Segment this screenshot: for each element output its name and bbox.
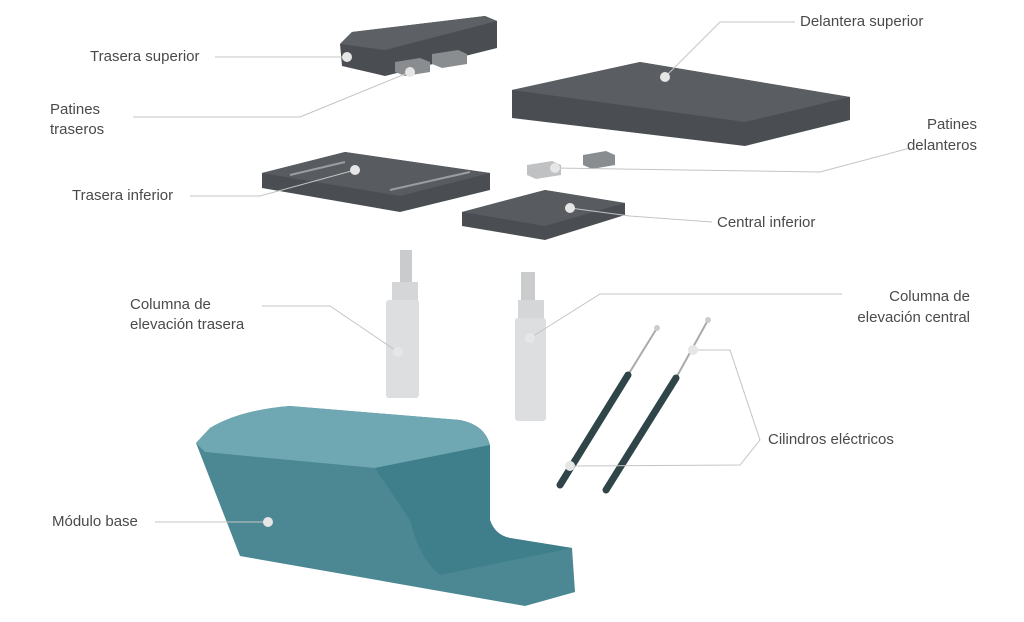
label-trasera-inferior: Trasera inferior [72, 187, 174, 204]
leader-lines [133, 21, 911, 523]
label-trasera-superior: Trasera superior [90, 48, 200, 65]
label-central-inferior: Central inferior [717, 214, 816, 231]
patines-delanteros-part [527, 151, 615, 179]
label-columna-central-line1: Columna de [889, 288, 970, 305]
patines-traseros-part [395, 50, 467, 76]
label-columna-trasera-line2: elevación trasera [130, 316, 245, 333]
callout-dots [263, 52, 698, 527]
trasera-inferior-part [262, 152, 490, 212]
label-columna-central-line2: elevación central [857, 309, 970, 326]
delantera-superior-part [512, 62, 850, 146]
central-inferior-part [462, 190, 625, 240]
label-patines-traseros-line2: traseros [50, 121, 105, 138]
columna-trasera-part [386, 250, 419, 398]
label-columna-trasera-line1: Columna de [130, 296, 211, 313]
label-modulo-base: Módulo base [52, 513, 138, 530]
cilindros-part [556, 317, 711, 494]
trasera-superior-part [340, 16, 497, 76]
label-patines-traseros-line1: Patines [50, 101, 101, 118]
columna-central-part [515, 272, 546, 421]
label-patines-delanteros-line2: delanteros [906, 137, 977, 154]
label-cilindros-electricos: Cilindros eléctricos [768, 431, 894, 448]
label-delantera-superior: Delantera superior [800, 13, 924, 30]
modulo-base-part [196, 406, 575, 606]
label-patines-delanteros-line1: Patines [926, 116, 977, 133]
